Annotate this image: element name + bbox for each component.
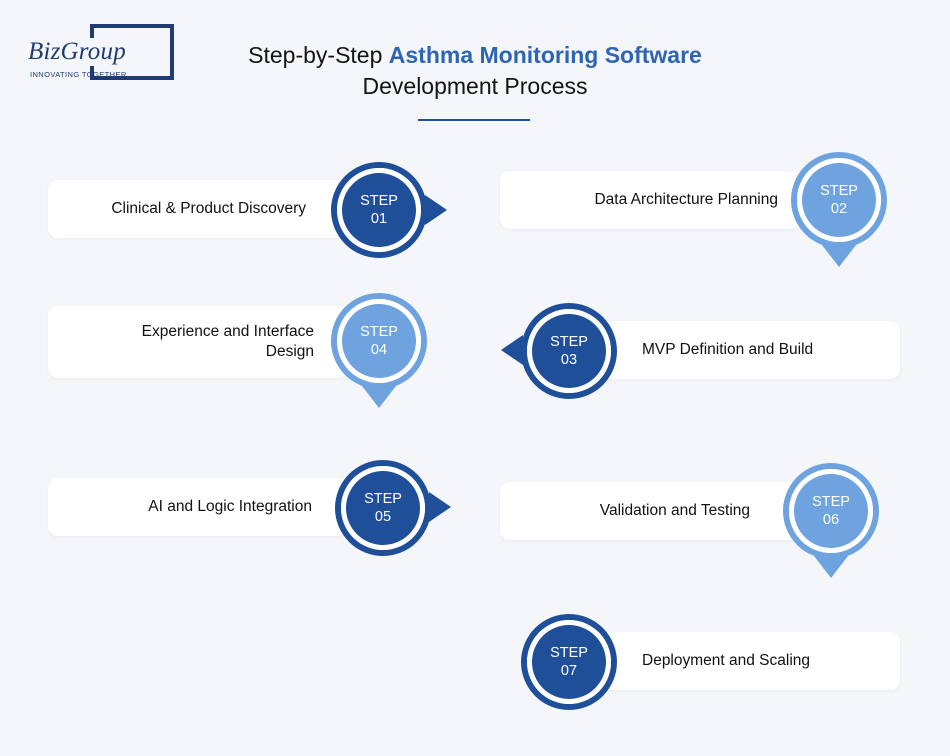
step-07-badge: STEP 07 <box>521 614 617 710</box>
step-07-title: Deployment and Scaling <box>642 652 811 669</box>
logo-tagline: INNOVATING TOGETHER <box>30 70 127 79</box>
step-05-badge: STEP 05 <box>335 460 431 556</box>
step-04-label: STEP <box>360 324 398 340</box>
arrow-down-icon <box>362 386 396 408</box>
step-05-number: 05 <box>374 509 392 525</box>
title-underline <box>418 119 530 121</box>
step-01-label: STEP <box>360 193 398 209</box>
step-02-card: Data Architecture Planning <box>500 171 800 229</box>
step-05-label: STEP <box>364 491 402 507</box>
step-06-number: 06 <box>822 512 840 528</box>
arrow-down-icon <box>822 245 856 267</box>
step-04-card: Experience and Interface Design <box>48 306 348 378</box>
arrow-down-icon <box>814 556 848 578</box>
step-07-number: 07 <box>560 663 578 679</box>
title-prefix: Step-by-Step <box>248 42 389 68</box>
arrow-left-icon <box>501 335 523 365</box>
step-06-label: STEP <box>812 494 850 510</box>
step-04-title-line2: Design <box>265 343 314 360</box>
step-02-title: Data Architecture Planning <box>594 191 778 208</box>
step-04-title-line1: Experience and Interface <box>141 323 314 340</box>
step-03-number: 03 <box>560 352 578 368</box>
step-07-card: Deployment and Scaling <box>570 632 900 690</box>
step-05-card: AI and Logic Integration <box>48 478 348 536</box>
step-06-title: Validation and Testing <box>599 502 750 519</box>
step-02-badge: STEP 02 <box>791 152 887 248</box>
step-03-title: MVP Definition and Build <box>642 341 814 358</box>
arrow-right-icon <box>429 492 451 522</box>
step-04-number: 04 <box>370 342 388 358</box>
title-accent: Asthma Monitoring Software <box>388 42 702 68</box>
step-07-label: STEP <box>550 645 588 661</box>
step-01-title: Clinical & Product Discovery <box>111 200 306 217</box>
step-02-number: 02 <box>830 201 848 217</box>
step-03-badge: STEP 03 <box>521 303 617 399</box>
title-line2: Development Process <box>362 73 588 99</box>
bizgroup-logo: BizGroup INNOVATING TOGETHER <box>22 22 174 84</box>
step-04-badge: STEP 04 <box>331 293 427 389</box>
step-05-title: AI and Logic Integration <box>148 498 312 515</box>
step-01-number: 01 <box>370 211 388 227</box>
step-02-label: STEP <box>820 183 858 199</box>
step-06-badge: STEP 06 <box>783 463 879 559</box>
page-title: Step-by-Step Asthma Monitoring Software … <box>175 40 775 102</box>
arrow-right-icon <box>425 195 447 225</box>
step-03-card: MVP Definition and Build <box>570 321 900 379</box>
step-01-card: Clinical & Product Discovery <box>48 180 348 238</box>
step-01-badge: STEP 01 <box>331 162 427 258</box>
step-03-label: STEP <box>550 334 588 350</box>
step-06-card: Validation and Testing <box>500 482 800 540</box>
logo-wordmark: BizGroup <box>24 38 130 66</box>
